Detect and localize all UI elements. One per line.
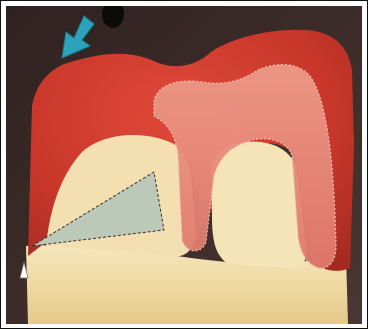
pulp-right (211, 142, 306, 268)
tooth-photograph (6, 6, 362, 324)
